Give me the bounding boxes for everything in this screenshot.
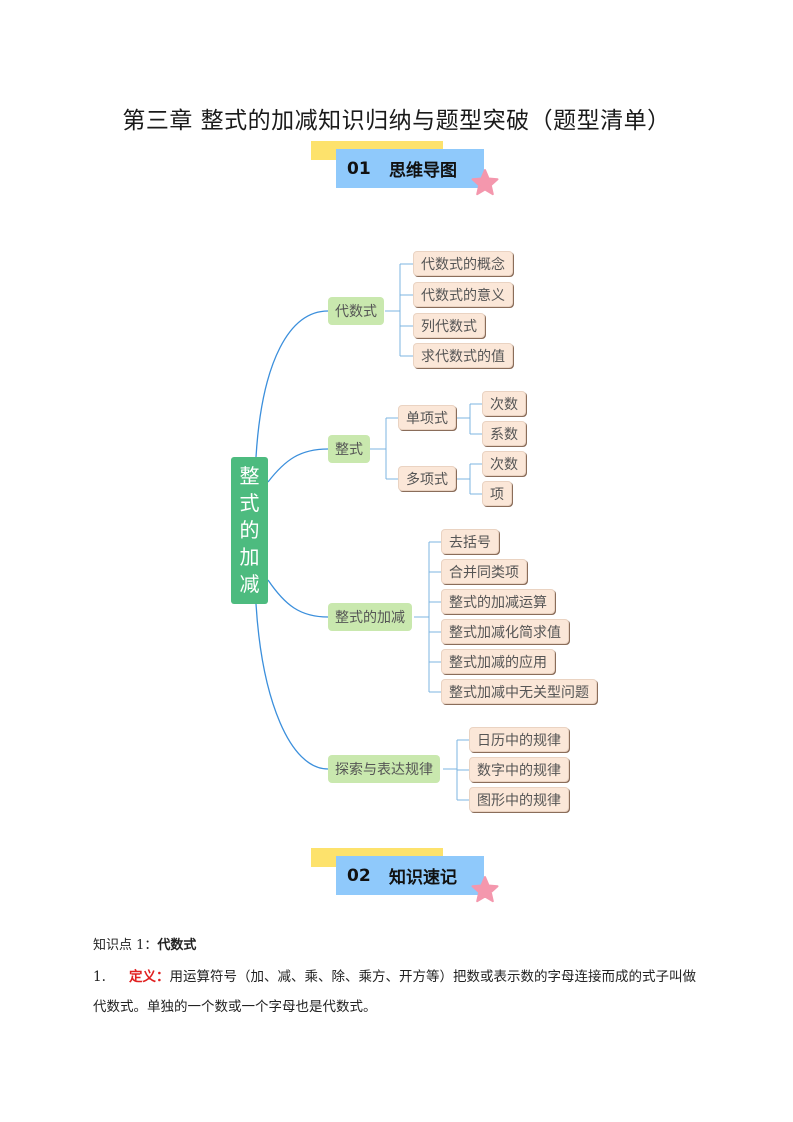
root-char: 加 <box>239 545 260 569</box>
root-char: 的 <box>239 518 260 542</box>
definition-text: 用运算符号（加、减、乘、除、乘方、开方等）把数或表示数的字母连接而成的式子叫做 <box>169 969 697 985</box>
leaf-node: 日历中的规律 <box>469 727 569 752</box>
connector-root-jiajian <box>267 579 329 618</box>
document-title: 第三章 整式的加减知识归纳与题型突破（题型清单） <box>122 108 671 134</box>
sub-branch-node-danxiangshi: 单项式 <box>398 405 456 430</box>
root-char: 整 <box>239 464 260 488</box>
sub-branch-node-duoxiangshi: 多项式 <box>398 466 456 491</box>
branch-node-guilv: 探索与表达规律 <box>328 755 440 783</box>
leaf-node: 去括号 <box>441 529 499 554</box>
leaf-node: 求代数式的值 <box>413 343 513 368</box>
connector-root-guilv <box>255 603 329 770</box>
leaf-node: 整式加减中无关型问题 <box>441 679 597 704</box>
root-char: 减 <box>239 572 260 596</box>
leaf-node: 整式加减化简求值 <box>441 619 569 644</box>
leaf-node: 次数 <box>482 391 526 416</box>
banner-box: 01 思维导图 <box>336 149 484 188</box>
definition-keyword: 定义： <box>129 969 170 985</box>
leaf-node: 合并同类项 <box>441 559 527 584</box>
banner-number: 02 <box>347 865 371 886</box>
star-icon <box>471 876 499 903</box>
banner-box: 02 知识速记 <box>336 856 484 895</box>
connector-root-zhengshi <box>267 448 329 483</box>
leaf-node: 代数式的意义 <box>413 282 513 307</box>
leaf-node: 整式的加减运算 <box>441 589 555 614</box>
knowledge-point-heading: 知识点 1：代数式 <box>93 934 196 953</box>
leaf-node: 系数 <box>482 421 526 446</box>
leaf-node: 次数 <box>482 451 526 476</box>
leaf-node: 列代数式 <box>413 313 485 338</box>
branch-node-zhengshi-jiajian: 整式的加减 <box>328 603 412 631</box>
branch-node-daishushi: 代数式 <box>328 297 384 325</box>
banner-number: 01 <box>347 158 371 179</box>
leaf-node: 数字中的规律 <box>469 757 569 782</box>
knowledge-point-title: 代数式 <box>157 938 197 953</box>
banner-label: 知识速记 <box>389 868 457 888</box>
definition-line-1: 1. 定义：用运算符号（加、减、乘、除、乘方、开方等）把数或表示数的字母连接而成的… <box>93 965 696 985</box>
banner-label: 思维导图 <box>389 161 457 181</box>
connector-root-daishu <box>255 310 329 458</box>
knowledge-point-prefix: 知识点 1： <box>93 938 158 953</box>
leaf-node: 整式加减的应用 <box>441 649 555 674</box>
leaf-node: 代数式的概念 <box>413 251 513 276</box>
section-banner-mindmap: 01 思维导图 <box>311 141 511 201</box>
section-banner-knowledge: 02 知识速记 <box>311 848 511 908</box>
branch-node-zhengshi: 整式 <box>328 435 370 463</box>
mindmap-root-node: 整 式 的 加 减 <box>231 457 268 604</box>
star-icon <box>471 169 499 196</box>
definition-line-2: 代数式。单独的一个数或一个字母也是代数式。 <box>93 999 377 1015</box>
item-number: 1. <box>93 969 106 985</box>
leaf-node: 项 <box>482 481 512 506</box>
leaf-node: 图形中的规律 <box>469 787 569 812</box>
root-char: 式 <box>239 491 260 515</box>
